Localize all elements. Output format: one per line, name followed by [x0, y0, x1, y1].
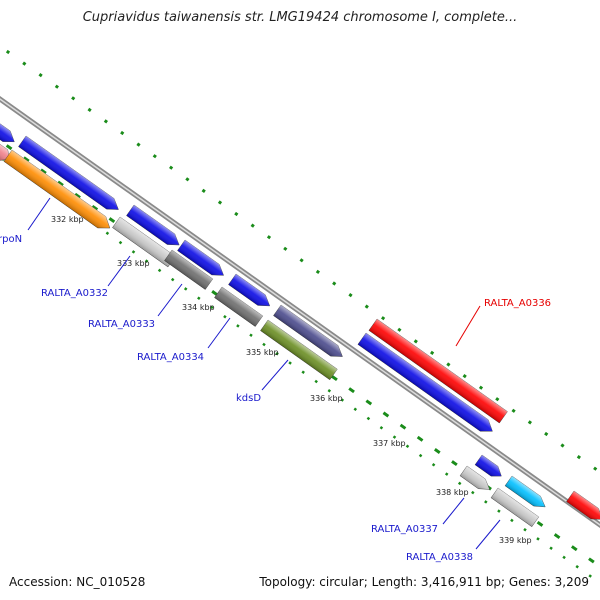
gene-feature-g-red-big[interactable]	[368, 318, 508, 424]
gene-feature-g-orange[interactable]	[3, 149, 114, 234]
gene-label-A0334[interactable]: RALTA_A0334	[137, 352, 204, 363]
tick-layer: 332 kbp 333 kbp 334 kbp 335 kbp 336 kbp 337 k…	[51, 215, 532, 545]
leader-line	[157, 283, 183, 317]
gene-feature-g-blue-top-7[interactable]	[474, 454, 505, 481]
outer-dot-track	[5, 49, 598, 471]
gene-feature-g-blue-top-3[interactable]	[126, 204, 182, 250]
tick-label: 335 kbp	[246, 348, 279, 357]
inner-tick-track	[5, 144, 595, 564]
gene-feature-g-blue-top-1[interactable]	[0, 117, 18, 147]
leader-line	[442, 497, 465, 525]
gene-feature-g-gray-light-2[interactable]	[459, 465, 493, 494]
gene-label-A0337[interactable]: RALTA_A0337	[371, 524, 438, 535]
gene-label-kdsD[interactable]: kdsD	[236, 393, 261, 404]
gene-feature-g-olive[interactable]	[260, 319, 338, 381]
label-layer: rpoN RALTA_A0332RALTA_A0333RALTA_A0334kds…	[0, 197, 551, 563]
leader-line	[455, 305, 481, 347]
leader-line	[261, 359, 289, 391]
leader-line	[475, 519, 501, 550]
tick-label: 337 kbp	[373, 439, 406, 448]
gene-feature-g-red-edge[interactable]	[566, 490, 600, 525]
gene-feature-g-gray-dark-2[interactable]	[214, 286, 264, 327]
genome-summary: Topology: circular; Length: 3,416,911 bp…	[259, 575, 589, 589]
leader-line	[207, 317, 231, 349]
gene-label-A0336[interactable]: RALTA_A0336	[484, 298, 551, 309]
gene-layer	[0, 117, 600, 528]
gene-feature-g-gray-light-3[interactable]	[490, 487, 540, 528]
gene-feature-g-gray-dark-1[interactable]	[164, 249, 214, 290]
gene-feature-g-blue-top-5[interactable]	[228, 273, 273, 311]
length-text: Length: 3,416,911 bp;	[371, 575, 506, 589]
chromosome-backbone	[0, 96, 600, 528]
tick-label: 336 kbp	[310, 394, 343, 403]
topology-text: Topology: circular;	[259, 575, 368, 589]
gene-feature-g-blue-top-6[interactable]	[357, 332, 497, 437]
genes-count-text: Genes: 3,209	[508, 575, 589, 589]
tick-label: 334 kbp	[182, 303, 215, 312]
gene-feature-g-navy-purple[interactable]	[273, 304, 346, 362]
gene-feature-g-cyan[interactable]	[504, 475, 549, 512]
tick-label: 339 kbp	[499, 536, 532, 545]
gene-label-A0333[interactable]: RALTA_A0333	[88, 319, 155, 330]
tick-label: 332 kbp	[51, 215, 84, 224]
gene-label-A0338[interactable]: RALTA_A0338	[406, 552, 473, 563]
tick-label: 338 kbp	[436, 488, 469, 497]
gene-feature-g-blue-top-4[interactable]	[177, 239, 227, 281]
leader-line	[27, 197, 51, 231]
gene-label-rpoN[interactable]: rpoN	[0, 234, 22, 245]
tick-label: 333 kbp	[117, 259, 150, 268]
gene-label-A0332[interactable]: RALTA_A0332	[41, 288, 108, 299]
accession-text: Accession: NC_010528	[9, 575, 146, 589]
leader-line	[107, 255, 131, 287]
map-title: Cupriavidus taiwanensis str. LMG19424 ch…	[82, 10, 518, 25]
gene-feature-g-blue-top-2[interactable]	[18, 135, 122, 215]
